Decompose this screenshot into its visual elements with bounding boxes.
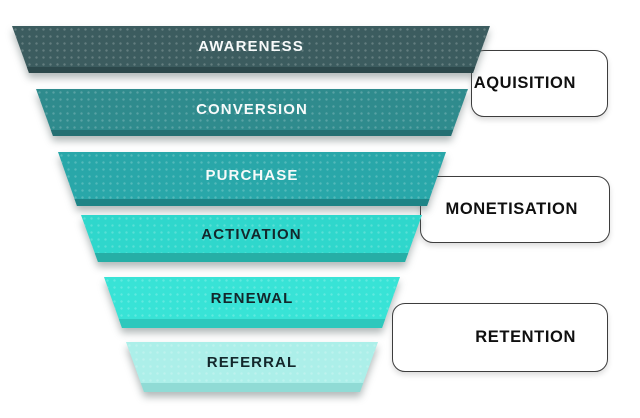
funnel-segment-shape: AWARENESS [12,26,490,73]
funnel-segment-purchase: PURCHASE [58,152,446,206]
segment-label-activation: ACTIVATION [201,225,302,243]
funnel-segment-shape: CONVERSION [36,89,468,136]
segment-label-renewal: RENEWAL [210,289,294,307]
funnel-segment-referral: REFERRAL [126,342,378,392]
stage-label-monetisation: MONETISATION [445,200,578,218]
stage-label-retention: RETENTION [475,328,576,346]
segment-bottom-edge [58,199,446,206]
segment-bottom-edge [104,319,400,328]
stage-label-box-monetisation: MONETISATION [420,176,610,243]
stage-label-acquisition: AQUISITION [473,74,576,92]
segment-bottom-edge [36,130,468,136]
segment-bottom-edge [12,67,490,73]
segment-bottom-edge [81,253,422,262]
funnel-segment-awareness: AWARENESS [12,26,490,73]
funnel-segment-shape: ACTIVATION [81,215,422,262]
funnel-segment-shape: PURCHASE [58,152,446,206]
segment-label-purchase: PURCHASE [205,167,299,184]
stage-label-box-retention: RETENTION [392,303,608,372]
stage-label-box-acquisition: AQUISITION [471,50,608,117]
segment-label-awareness: AWARENESS [198,38,304,55]
segment-bottom-edge [126,383,378,392]
funnel-segment-shape: RENEWAL [104,277,400,328]
segment-label-conversion: CONVERSION [196,101,308,118]
funnel-segment-renewal: RENEWAL [104,277,400,328]
funnel-segment-shape: REFERRAL [126,342,378,392]
funnel-segment-conversion: CONVERSION [36,89,468,136]
funnel-segment-activation: ACTIVATION [81,215,422,262]
segment-label-referral: REFERRAL [206,354,298,371]
